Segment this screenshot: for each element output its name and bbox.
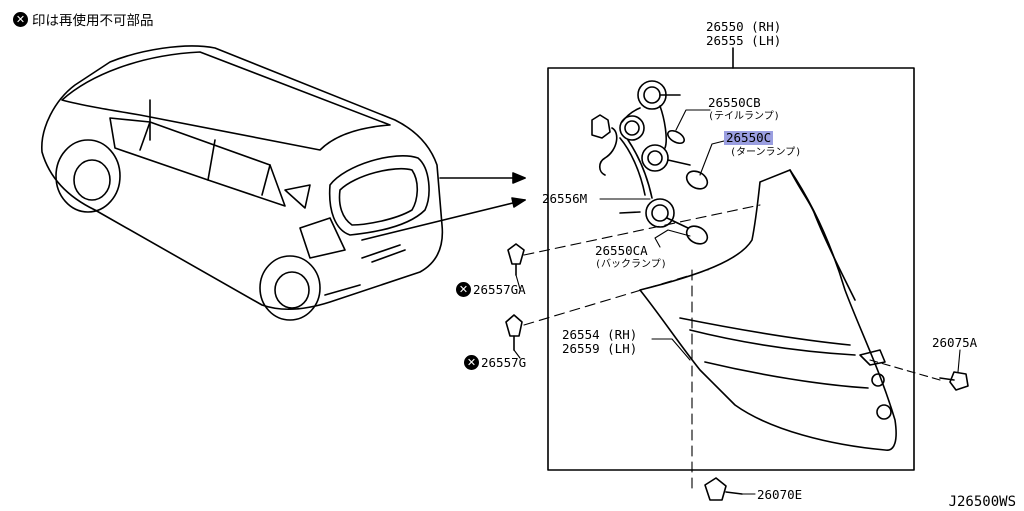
part-clip-upper[interactable]: ✕ 26557GA	[456, 282, 526, 297]
rivet-icon	[704, 477, 743, 501]
part-turn-bulb-sublabel: (ターンランプ)	[730, 147, 802, 158]
part-clip-lower[interactable]: ✕ 26557G	[464, 355, 526, 370]
socket-harness-illustration	[591, 80, 709, 245]
part-clip-upper-label: 26557GA	[473, 282, 526, 297]
clip-upper-icon	[507, 243, 525, 276]
part-lens-rh-label[interactable]: 26554 (RH)	[562, 327, 638, 342]
non-reusable-note: ✕ 印は再使用不可部品	[13, 9, 154, 29]
leader-lines	[513, 109, 961, 495]
part-rivet-label[interactable]: 26070E	[757, 487, 803, 502]
part-clip-lower-label: 26557G	[481, 355, 527, 370]
part-harness-label[interactable]: 26556M	[542, 191, 588, 206]
part-lens-lh-label[interactable]: 26559 (LH)	[562, 341, 638, 356]
part-tail-bulb-label[interactable]: 26550CB	[708, 95, 761, 110]
part-housing-rh-label[interactable]: 26550 (RH)	[706, 19, 782, 34]
part-back-bulb-label[interactable]: 26550CA	[595, 243, 648, 258]
part-housing-lh-label[interactable]: 26555 (LH)	[706, 33, 782, 48]
cross-circle-icon: ✕	[13, 11, 28, 27]
lamp-housing-illustration	[639, 169, 897, 451]
assembly-box	[547, 67, 915, 471]
clip-lower-icon	[505, 314, 523, 351]
part-bolt-label[interactable]: 26075A	[932, 335, 978, 350]
part-turn-bulb-label[interactable]: 26550C	[724, 130, 774, 145]
part-back-bulb-sublabel: (バックランプ)	[595, 259, 667, 270]
bolt-icon	[939, 371, 969, 391]
diagram-code: J26500WS	[948, 494, 1016, 510]
car-illustration	[41, 45, 526, 321]
part-tail-bulb-sublabel: (テイルランプ)	[708, 111, 780, 122]
cross-circle-icon: ✕	[456, 282, 471, 297]
cross-circle-icon: ✕	[464, 355, 479, 370]
note-text: 印は再使用不可部品	[32, 13, 154, 29]
